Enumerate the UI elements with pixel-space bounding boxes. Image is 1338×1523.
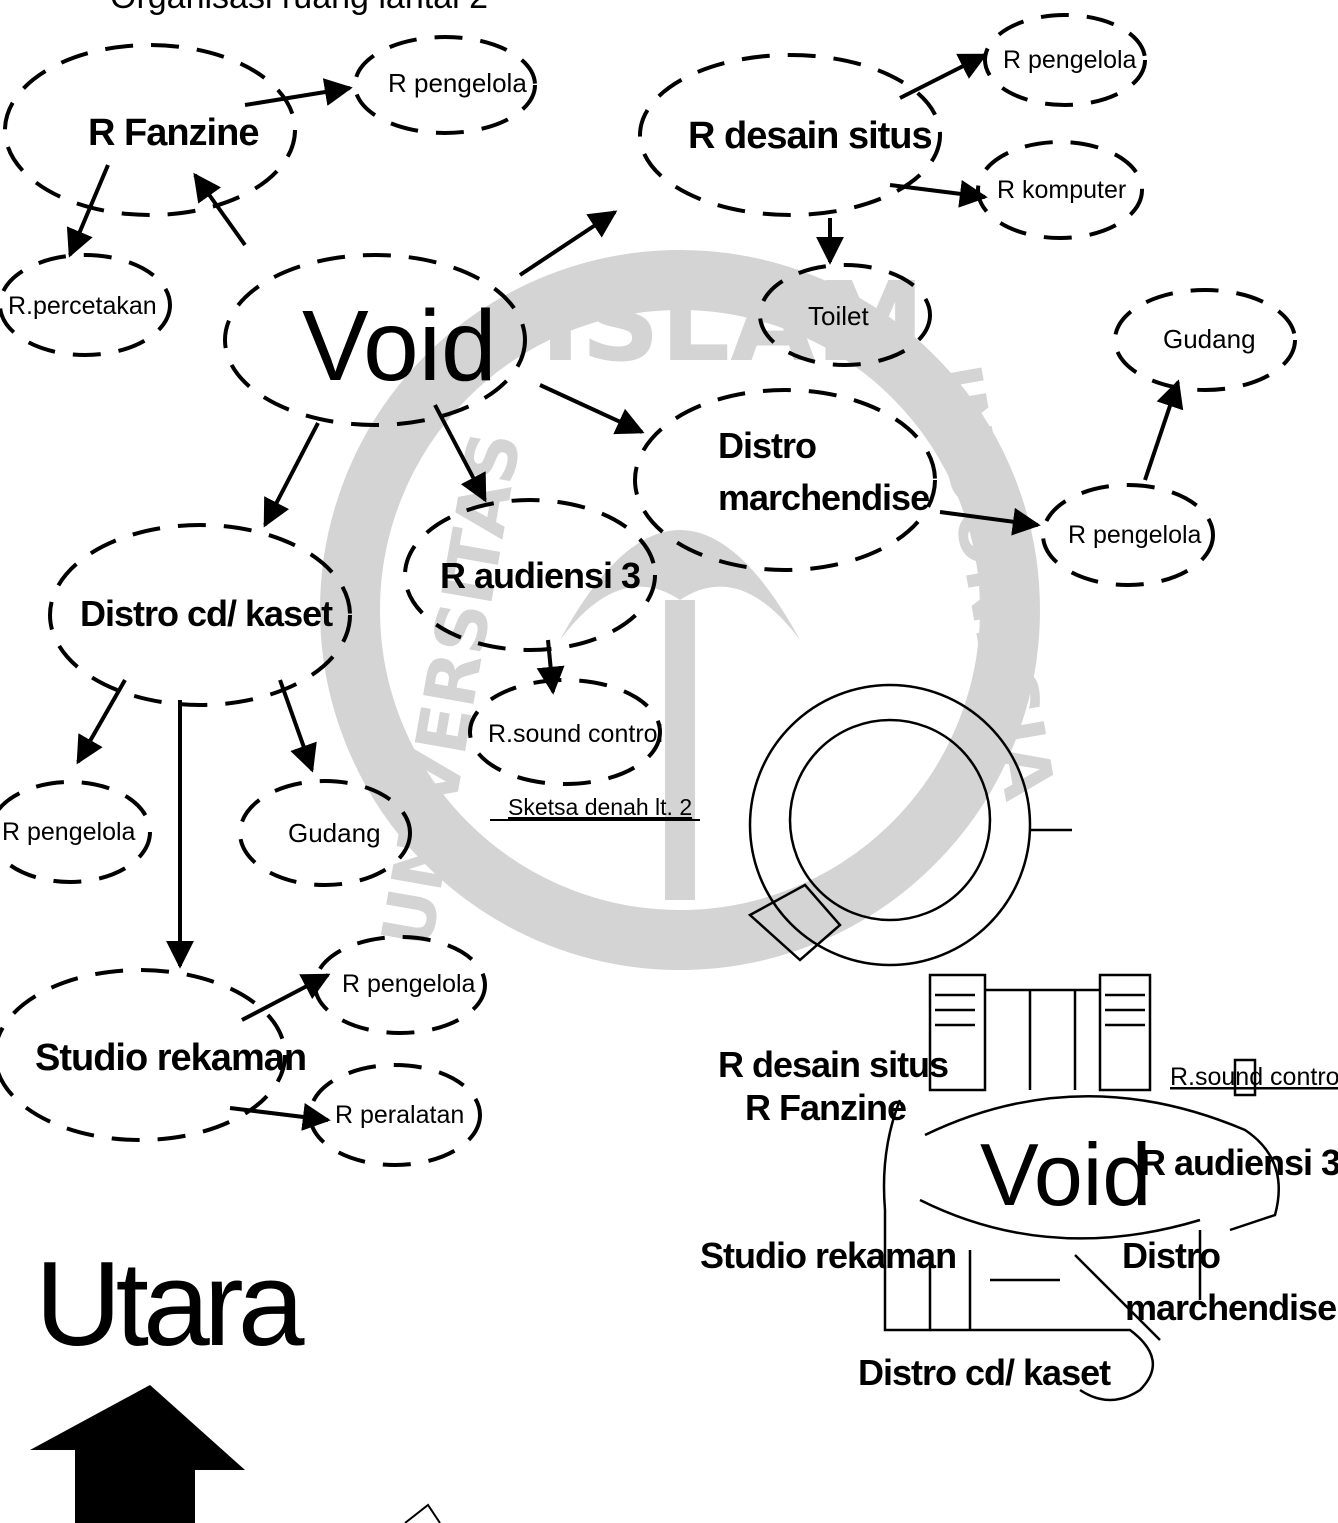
arrow-pengelola-to-gudang bbox=[1143, 379, 1184, 481]
ellipse-r-desain-situs bbox=[638, 53, 942, 217]
arrow-studio-to-pengelola bbox=[241, 973, 331, 1022]
plan-label-distro-cd: Distro cd/ kaset bbox=[858, 1352, 1111, 1393]
ellipse-studio-rekaman bbox=[0, 968, 287, 1142]
ellipse-r-sound-control bbox=[468, 678, 662, 786]
label-gudang-1: Gudang bbox=[1163, 324, 1256, 354]
plan-label-distro-2: marchendise bbox=[1125, 1287, 1336, 1328]
label-r-percetakan: R.percetakan bbox=[8, 292, 157, 320]
plan-label-sound-control: R.sound control bbox=[1170, 1063, 1338, 1091]
plan-outer-ring bbox=[748, 683, 1032, 967]
arrow-distro-cd-to-gudang bbox=[278, 679, 317, 773]
ellipse-r-pengelola-3 bbox=[1041, 483, 1215, 587]
arrow-distro-cd-to-pengelola bbox=[76, 679, 127, 765]
arrow-distro-merch-to-pengelola bbox=[939, 507, 1041, 536]
arrow-void-to-desain bbox=[518, 210, 618, 277]
arrow-desain-to-pengelola bbox=[899, 53, 988, 100]
plan-inner-ring bbox=[788, 718, 992, 922]
ellipse-distro-merch bbox=[633, 388, 937, 572]
label-distro-line1: Distro bbox=[718, 425, 816, 466]
label-r-pengelola-5: R pengelola bbox=[342, 970, 476, 998]
arrow-void-to-fanzine bbox=[193, 172, 247, 247]
arrow-desain-to-komputer bbox=[889, 179, 988, 208]
plan-label-desain-situs: R desain situs bbox=[718, 1044, 948, 1085]
arrow-void-to-audiensi bbox=[433, 404, 487, 503]
label-r-desain-situs: R desain situs bbox=[688, 115, 932, 157]
north-arrow-icon bbox=[30, 1385, 245, 1523]
label-r-peralatan: R peralatan bbox=[335, 1101, 464, 1129]
label-r-fanzine: R Fanzine bbox=[88, 112, 258, 154]
arrow-fanzine-to-pengelola bbox=[244, 78, 353, 107]
ellipse-toilet bbox=[758, 263, 932, 367]
label-studio-rekaman: Studio rekaman bbox=[35, 1037, 306, 1079]
label-r-pengelola-2: R pengelola bbox=[1003, 46, 1137, 74]
ellipse-r-pengelola-1 bbox=[353, 35, 537, 135]
ellipse-void bbox=[223, 253, 527, 427]
node-ellipses bbox=[0, 13, 1297, 1167]
arrow-fanzine-to-percetakan bbox=[66, 164, 110, 258]
label-r-pengelola-3: R pengelola bbox=[1068, 521, 1202, 549]
node-labels: R Fanzine R pengelola R.percetakan Void … bbox=[2, 46, 1256, 1129]
label-r-komputer: R komputer bbox=[997, 176, 1126, 204]
ellipse-gudang-2 bbox=[238, 779, 412, 887]
label-r-pengelola-4: R pengelola bbox=[2, 818, 136, 846]
relationship-arrows bbox=[66, 53, 1184, 1131]
label-distro-line2: marchendise bbox=[718, 477, 929, 518]
arrow-void-to-distro-merch bbox=[539, 383, 645, 435]
watermark-right-text: INDONESIA bbox=[913, 359, 1070, 806]
diagram-title: Organisasi ruang lantai 2 bbox=[110, 0, 488, 16]
sketch-caption: Sketsa denah lt. 2 bbox=[508, 794, 692, 820]
north-label: Utara bbox=[35, 1237, 305, 1371]
plan-label-studio: Studio rekaman bbox=[700, 1235, 956, 1276]
arrow-studio-to-peralatan bbox=[229, 1103, 331, 1131]
plan-label-void: Void bbox=[980, 1125, 1151, 1224]
label-toilet: Toilet bbox=[808, 301, 869, 331]
partial-shape-bottom bbox=[404, 1503, 441, 1523]
label-r-audiensi-3: R audiensi 3 bbox=[440, 555, 640, 596]
floor-plan-labels: R desain situs R Fanzine R.sound control… bbox=[700, 1044, 1338, 1393]
label-r-pengelola-1: R pengelola bbox=[388, 68, 527, 98]
ellipse-r-pengelola-4 bbox=[0, 780, 152, 884]
ellipse-r-peralatan bbox=[308, 1063, 482, 1167]
label-distro-cd: Distro cd/ kaset bbox=[80, 593, 333, 634]
arrow-audiensi-to-sound bbox=[536, 639, 565, 695]
ellipse-r-audiensi-3 bbox=[403, 498, 657, 652]
plan-label-fanzine: R Fanzine bbox=[745, 1087, 906, 1128]
arrow-void-to-distro-cd bbox=[263, 422, 320, 528]
watermark-top-text: ISLAM bbox=[540, 258, 925, 386]
floor-plan-sketch bbox=[747, 683, 1280, 1402]
ellipse-r-fanzine bbox=[3, 43, 297, 217]
ellipse-gudang-1 bbox=[1113, 288, 1297, 392]
ellipse-distro-cd bbox=[48, 523, 352, 707]
label-void: Void bbox=[302, 290, 497, 402]
plan-label-distro-1: Distro bbox=[1122, 1235, 1220, 1276]
plan-label-audiensi: R audiensi 3 bbox=[1140, 1142, 1338, 1183]
label-r-sound-control: R.sound control bbox=[488, 720, 663, 748]
ellipse-r-pengelola-5 bbox=[313, 935, 487, 1035]
label-gudang-2: Gudang bbox=[288, 818, 381, 848]
